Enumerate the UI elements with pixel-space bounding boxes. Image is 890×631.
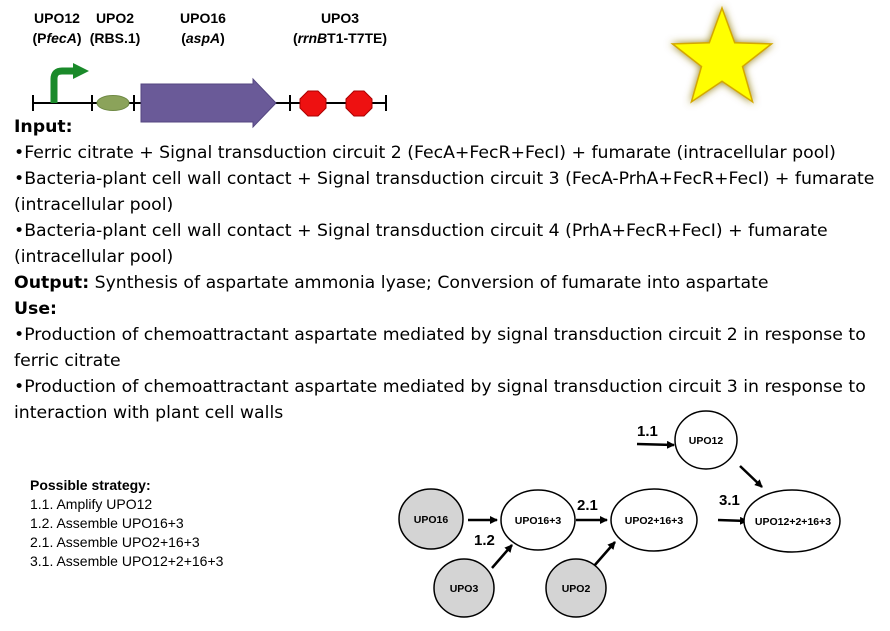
promoter-icon — [50, 67, 75, 103]
cds-arrow-icon — [140, 77, 277, 129]
output-heading: Output: — [14, 273, 90, 293]
strategy-title: Possible strategy: — [30, 477, 151, 493]
node-label: UPO12+2+16+3 — [755, 516, 831, 528]
promoter-arrowhead-icon — [73, 63, 89, 79]
edge-3-1 — [717, 516, 748, 525]
edge-3-1-upper — [739, 465, 763, 488]
part-desc: (aspA) — [181, 30, 225, 46]
use-item: •Production of chemoattractant aspartate… — [14, 377, 866, 423]
node-upo16: UPO16 — [398, 488, 464, 550]
input-item: •Bacteria-plant cell wall contact + Sign… — [14, 221, 828, 267]
part-label-upo2: UPO2 (RBS.1) — [80, 8, 150, 48]
part-desc: (PfecA) — [32, 30, 82, 46]
part-id: UPO16 — [180, 10, 226, 26]
output-text: Synthesis of aspartate ammonia lyase; Co… — [94, 273, 769, 293]
node-label: UPO16+3 — [515, 515, 562, 527]
strategy-step: 3.1. Assemble UPO12+2+16+3 — [30, 553, 224, 569]
part-id: UPO3 — [320, 10, 360, 26]
node-upo12-2-16-3: UPO12+2+16+3 — [743, 489, 841, 553]
part-label-upo3: UPO3 (rrnBT1-T7TE) — [280, 8, 400, 48]
strategy-step: 1.2. Assemble UPO16+3 — [30, 515, 184, 531]
node-upo12: UPO12 — [674, 410, 738, 470]
input-item: •Bacteria-plant cell wall contact + Sign… — [14, 169, 875, 215]
rbs-icon — [96, 95, 130, 111]
part-desc: (RBS.1) — [89, 30, 141, 46]
part-id: UPO12 — [34, 10, 80, 26]
use-heading: Use: — [14, 299, 57, 319]
node-upo2: UPO2 — [545, 558, 607, 618]
strategy-step: 2.1. Assemble UPO2+16+3 — [30, 534, 200, 550]
star-icon — [670, 5, 774, 104]
node-label: UPO2+16+3 — [625, 515, 684, 527]
edge-1-1 — [636, 440, 675, 449]
node-upo2-16-3: UPO2+16+3 — [610, 488, 698, 552]
terminator-icon — [299, 90, 327, 117]
use-item: •Production of chemoattractant aspartate… — [14, 325, 866, 371]
input-item: •Ferric citrate + Signal transduction ci… — [14, 143, 836, 163]
node-upo3: UPO3 — [433, 558, 495, 618]
terminator-icon — [345, 90, 373, 117]
output-line: Output: Synthesis of aspartate ammonia l… — [14, 270, 884, 296]
edge-label-1-1: 1.1 — [637, 423, 658, 440]
node-label: UPO3 — [450, 583, 479, 595]
strategy-step: 1.1. Amplify UPO12 — [30, 496, 153, 512]
part-id: UPO2 — [95, 10, 135, 26]
part-label-upo12: UPO12 (PfecA) — [22, 8, 92, 48]
part-label-upo16: UPO16 (aspA) — [163, 8, 243, 48]
edge-upo2 — [593, 541, 616, 567]
edge-label-1-2: 1.2 — [474, 532, 495, 549]
input-heading: Input: — [14, 117, 73, 137]
node-label: UPO12 — [689, 435, 724, 447]
node-label: UPO16 — [414, 514, 449, 526]
strategy-list: Possible strategy: 1.1. Amplify UPO12 1.… — [30, 476, 223, 571]
node-label: UPO2 — [562, 583, 591, 595]
edge-1-2 — [491, 544, 513, 569]
description: Input: •Ferric citrate + Signal transduc… — [14, 114, 884, 426]
genetic-construct — [32, 63, 387, 129]
part-desc: (rrnBT1-T7TE) — [292, 30, 388, 46]
edge-label-3-1: 3.1 — [719, 492, 740, 509]
edge-label-2-1: 2.1 — [577, 497, 598, 514]
node-upo16-3: UPO16+3 — [500, 489, 576, 551]
